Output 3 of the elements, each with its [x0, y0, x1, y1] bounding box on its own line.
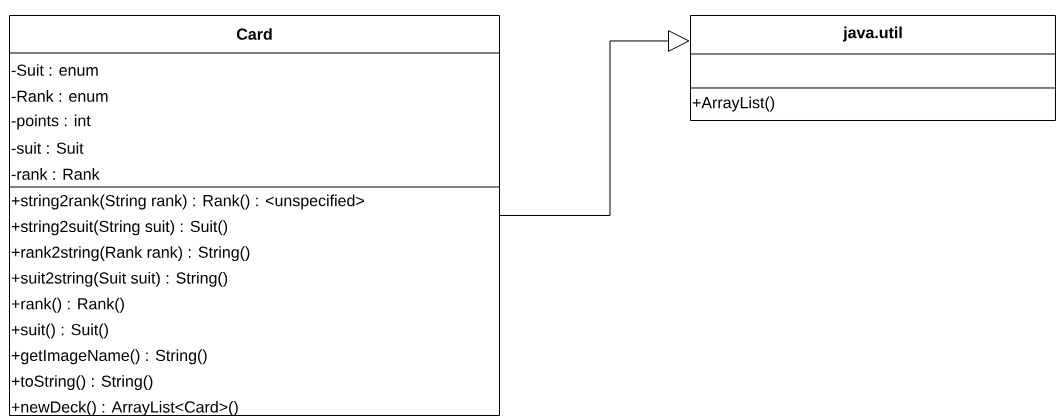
class-box: java.util +ArrayList(): [689, 15, 1057, 121]
class-box: Card -Suit : enum -Rank : enum -points : int -suit : Suit -rank : Rank +string2rank(String rank) : Rank() : <unspecified> +string2suit(String suit) : Suit() +rank2string(Rank rank) : String() +suit2string(Suit suit) : String() +rank() : Rank() +suit() : Suit() +getImageName() : String() +toString() : String() +newDeck() : ArrayList<Card>(): [8, 15, 501, 416]
inheritance-arrow: [499, 30, 690, 216]
